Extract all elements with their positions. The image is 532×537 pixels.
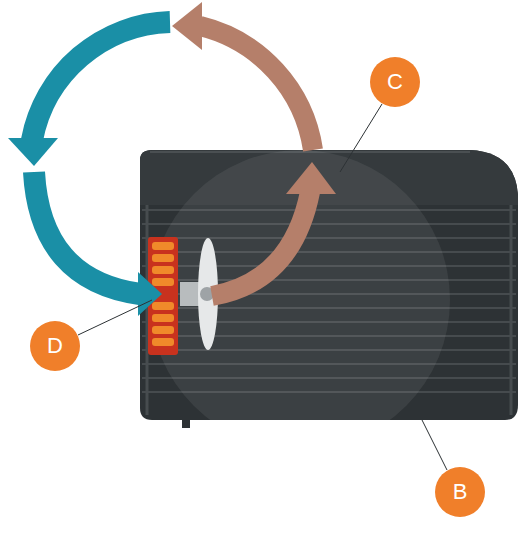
arrow-head xyxy=(138,272,162,316)
leader-line xyxy=(340,104,382,172)
callout-letter: B xyxy=(435,467,485,517)
callout-circle xyxy=(370,57,420,107)
callout-letter: D xyxy=(30,321,80,371)
arrow-head xyxy=(286,162,336,194)
callout-letter: C xyxy=(370,57,420,107)
callout-circle xyxy=(435,467,485,517)
arrow-head xyxy=(8,138,58,166)
foot xyxy=(182,420,190,428)
leader-line xyxy=(78,300,152,335)
cutaway-highlight xyxy=(150,150,450,450)
callout-circle xyxy=(30,321,80,371)
warm-air-arrow xyxy=(200,26,313,150)
leader-line xyxy=(420,416,447,470)
arrow-head xyxy=(172,2,202,50)
cool-air-arrow xyxy=(32,22,170,140)
warm-air-arrow xyxy=(212,192,310,296)
cool-air-arrow xyxy=(34,172,140,294)
frame-edge xyxy=(510,205,513,415)
